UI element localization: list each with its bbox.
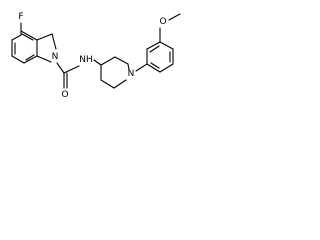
carboxamide-group: O NH [56, 55, 102, 100]
carbonyl-oxygen-label: O [61, 90, 68, 100]
fluoro-substituent: F [18, 12, 24, 32]
indoline-nitrogen-label: N [52, 52, 59, 62]
methoxyphenyl-ring [146, 41, 174, 73]
methoxy-oxygen-label: O [159, 17, 166, 27]
fluorine-label: F [18, 12, 23, 22]
benzyl-linker [135, 63, 148, 72]
molecule-diagram: F N O NH N [11, 12, 181, 100]
methoxy-substituent: O [159, 13, 181, 43]
pyrroline-ring: N [36, 33, 59, 63]
benzene-ring-indoline [11, 30, 38, 64]
amide-nh-label: NH [79, 55, 93, 65]
piperidine-nitrogen-label: N [128, 69, 135, 79]
piperidine-ring: N [100, 56, 135, 89]
